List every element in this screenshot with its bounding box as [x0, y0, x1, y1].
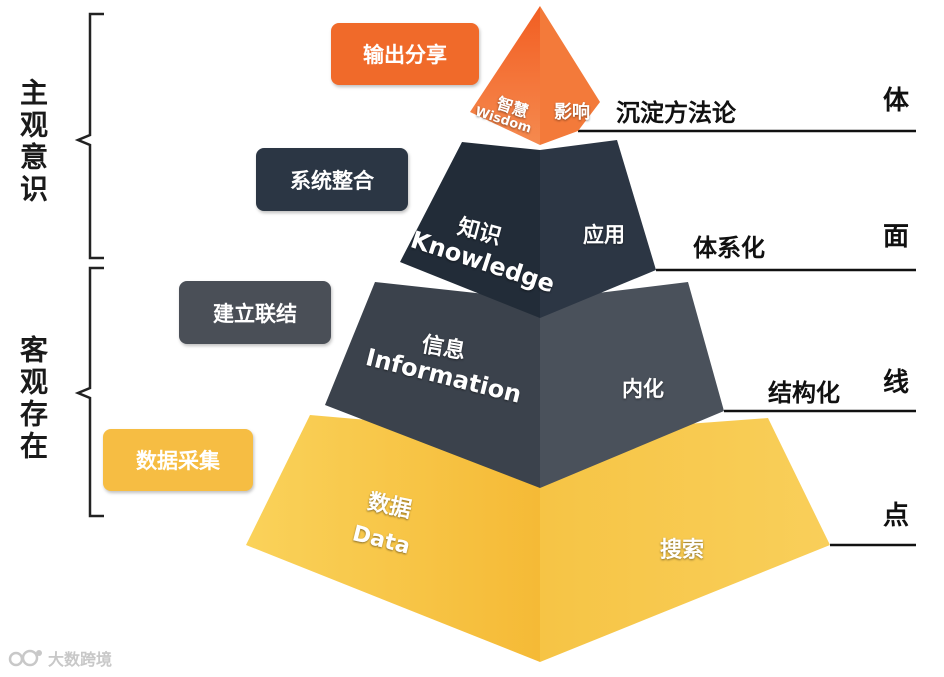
action-share-output: 输出分享 [331, 23, 479, 85]
group-label-subjective: 主观意识 [16, 78, 49, 206]
watermark-logo-icon [8, 649, 42, 667]
information-right-face: 内化 [622, 377, 664, 401]
wisdom-right-face: 影响 [554, 102, 590, 123]
action-system-integration: 系统整合 [256, 148, 408, 211]
group-label-objective: 客观存在 [16, 335, 49, 463]
side-label-wisdom: 沉淀方法论 [616, 99, 736, 127]
bracket-bottom [74, 266, 104, 518]
action-data-collection: 数据采集 [103, 429, 253, 491]
bracket-top [74, 12, 104, 260]
tier-data-left [246, 415, 540, 662]
tier-knowledge-right [540, 140, 656, 318]
tier-wisdom-right [540, 6, 600, 145]
tier-data-right [540, 418, 830, 662]
action-build-connections: 建立联结 [179, 281, 331, 344]
tier-information-right [540, 282, 724, 488]
tier-knowledge-left [400, 142, 540, 318]
side-label-knowledge: 体系化 [693, 234, 765, 262]
dimension-surface: 面 [883, 222, 910, 252]
dimension-point: 点 [883, 501, 910, 531]
knowledge-right-face: 应用 [583, 223, 625, 247]
data-right-face: 搜索 [660, 538, 705, 563]
dimension-line: 线 [883, 368, 910, 398]
watermark: 大数跨境 [8, 646, 112, 670]
dimension-body: 体 [883, 86, 910, 116]
watermark-text: 大数跨境 [48, 650, 113, 669]
tier-wisdom-left [470, 6, 540, 145]
tier-information-left [325, 282, 540, 488]
side-label-information: 结构化 [768, 379, 840, 407]
